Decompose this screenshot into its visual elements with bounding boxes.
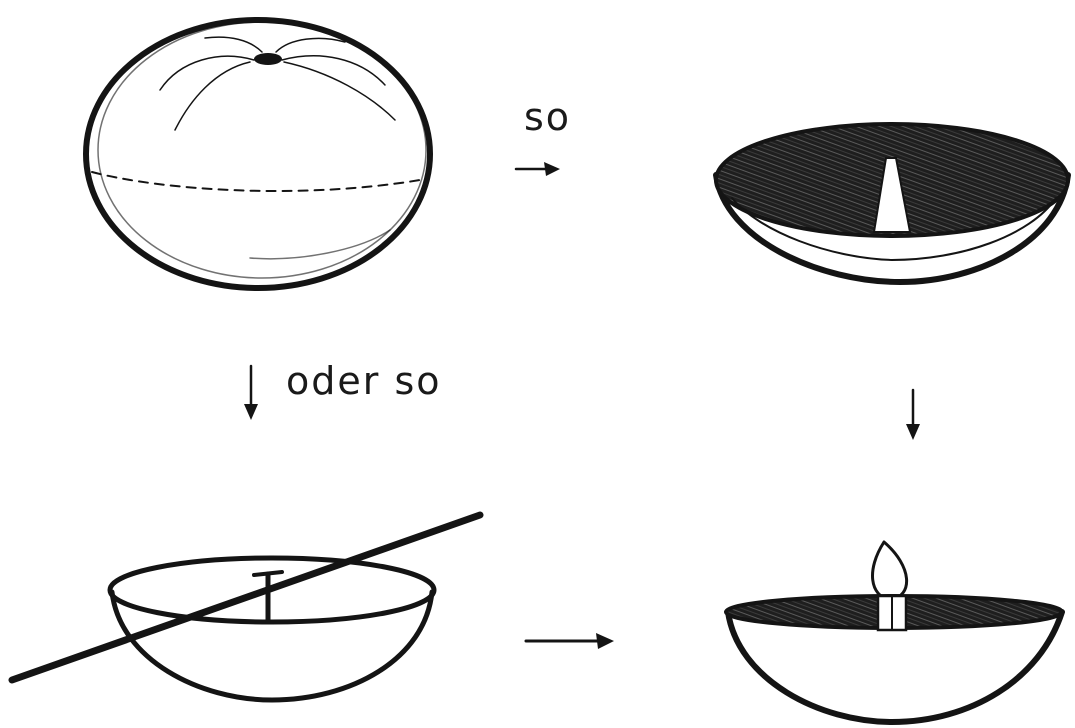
- lit-candle-illustration: [726, 542, 1062, 722]
- arrow-down-left: oder so: [244, 359, 442, 420]
- arrow-label-so-top: so: [524, 95, 571, 139]
- stick: [12, 515, 480, 680]
- arrow-label-oder-so: oder so: [286, 359, 442, 403]
- half-shell-on-stick-illustration: [12, 515, 480, 700]
- orange-stem: [254, 53, 282, 65]
- half-shell-with-pith-illustration: [716, 124, 1068, 282]
- cut-line: [92, 172, 420, 191]
- arrow-right-top: so: [516, 95, 571, 176]
- flame: [873, 542, 907, 600]
- arrow-down-right: [906, 390, 920, 440]
- arrow-right-bottom: [526, 633, 614, 649]
- orange-illustration: [86, 20, 430, 288]
